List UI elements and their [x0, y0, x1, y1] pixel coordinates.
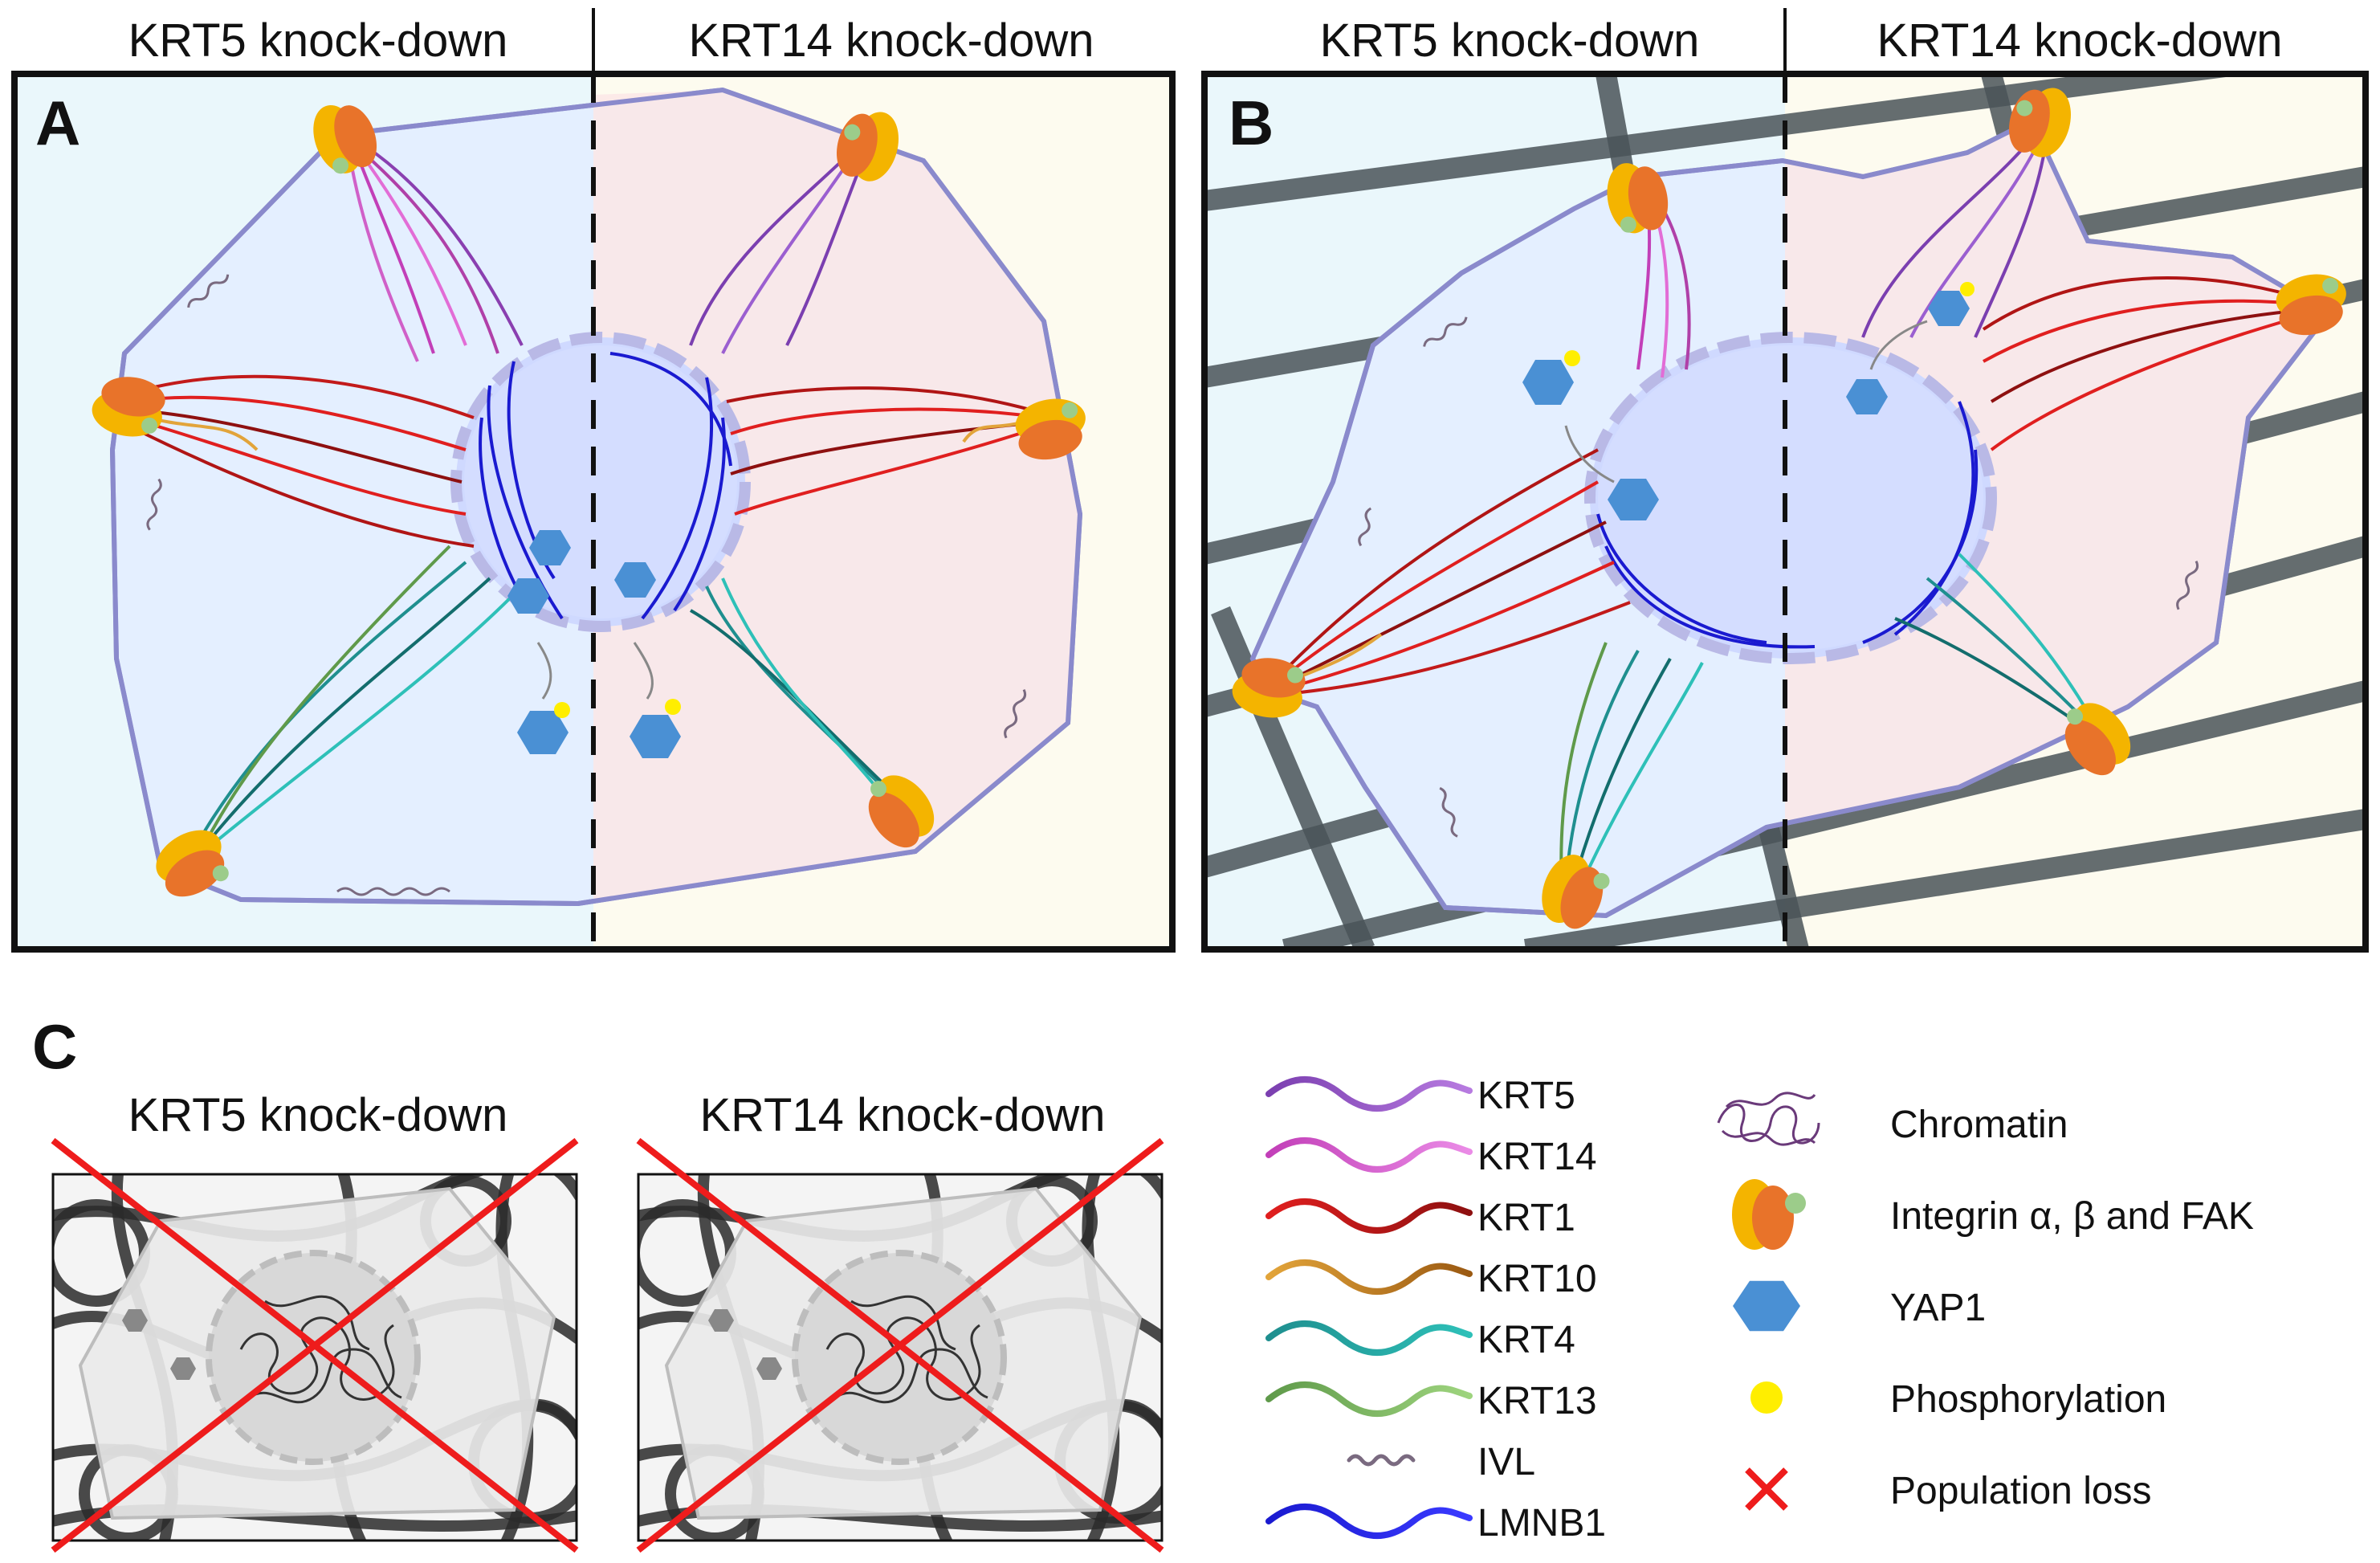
- panel-c-letter: C: [32, 1011, 77, 1082]
- legend-item-krt1: KRT1: [1265, 1197, 1575, 1239]
- panel-b-phosphorylation: [1564, 350, 1580, 366]
- legend-label-phosphorylation: Phosphorylation: [1890, 1378, 2166, 1421]
- legend-item-krt4: KRT4: [1265, 1319, 1575, 1361]
- legend-label-yap1: YAP1: [1890, 1287, 1986, 1329]
- panel-c-krt14-thumbnail: [636, 1137, 1164, 1553]
- legend-item-krt10: KRT10: [1265, 1258, 1597, 1300]
- panel-a-phosphorylation: [554, 702, 570, 718]
- legend-item-krt14: KRT14: [1265, 1136, 1597, 1178]
- panel-a-letter: A: [35, 88, 80, 158]
- panel-b: B KRT5 knock-down KRT14 knock-down: [1201, 8, 2369, 953]
- panel-a-yap-shuttle-arrows: [536, 642, 654, 700]
- yap1-icon: [1733, 1280, 1800, 1332]
- legend-label-krt5: KRT5: [1477, 1075, 1575, 1117]
- phosphorylation-icon: [1750, 1381, 1783, 1414]
- legend-label-krt4: KRT4: [1477, 1319, 1575, 1361]
- legend-item-ivl: IVL: [1347, 1441, 1535, 1483]
- legend-label-ivl: IVL: [1477, 1441, 1535, 1483]
- legend-line-krt10: [1265, 1259, 1473, 1295]
- panel-b-yap-shuttle-arrows: [1564, 320, 1928, 484]
- panel-b-yap1: [1522, 291, 1970, 520]
- panel-a: A KRT5 knock-down KRT14 knock-down: [11, 8, 1176, 953]
- panel-a-ivl-deposits: [146, 274, 1027, 896]
- legend-item-krt5: KRT5: [1265, 1075, 1575, 1117]
- legend-item-lmnb1: LMNB1: [1265, 1502, 1606, 1545]
- legend-label-red-cross: Population loss: [1890, 1470, 2152, 1512]
- panel-b-letter: B: [1229, 88, 1274, 158]
- legend-line-krt1: [1265, 1198, 1473, 1234]
- panel-c-krt5-chromatin: [239, 1295, 402, 1404]
- legend-label-chromatin: Chromatin: [1890, 1104, 2068, 1146]
- legend-item-krt13: KRT13: [1265, 1380, 1597, 1422]
- legend-line-krt5: [1265, 1076, 1473, 1112]
- panel-a-cell-right-half: [593, 90, 1080, 901]
- panel-c-krt14-population-loss-cross: [636, 1137, 1164, 1553]
- integrin-icon: [1732, 1179, 1806, 1250]
- legend-line-krt13: [1265, 1381, 1473, 1417]
- panel-a-krt1-krt10-right-bundle: [726, 386, 1045, 516]
- panel-c: C KRT5 knock-down KRT14 knock-down: [32, 1011, 1164, 1553]
- legend-line-ivl: [1347, 1454, 1416, 1467]
- panel-c-krt5-thumbnail: [51, 1137, 579, 1553]
- panel-a-right-header: KRT14 knock-down: [688, 14, 1094, 67]
- legend-label-krt13: KRT13: [1477, 1380, 1597, 1422]
- panel-b-left-header: KRT5 knock-down: [1320, 14, 1700, 67]
- panel-b-integrins: [1232, 88, 2346, 929]
- panel-b-ivl-deposits: [1358, 316, 2199, 838]
- panel-c-left-header: KRT5 knock-down: [128, 1089, 508, 1141]
- panel-b-krt4-krt13-bundles: [1559, 553, 2093, 888]
- legend-item-integrin: Integrin α, β and FAK: [1732, 1179, 2254, 1250]
- panel-c-right-header: KRT14 knock-down: [699, 1089, 1105, 1141]
- panel-b-lmnb1-filaments: [1596, 401, 1979, 649]
- legend-item-red-cross: Population loss: [1745, 1467, 2152, 1512]
- chromatin-icon: [1717, 1092, 1820, 1146]
- legend-item-yap1: YAP1: [1733, 1280, 1986, 1332]
- panel-b-right-header: KRT14 knock-down: [1877, 14, 2282, 67]
- panel-b-krt1-krt10-bundles: [1275, 276, 2313, 696]
- legend-label-krt10: KRT10: [1477, 1258, 1597, 1300]
- legend-label-krt1: KRT1: [1477, 1197, 1575, 1239]
- panel-c-krt5-population-loss-cross: [51, 1137, 579, 1553]
- legend-item-chromatin: Chromatin: [1717, 1092, 2068, 1146]
- legend-label-lmnb1: LMNB1: [1477, 1502, 1606, 1545]
- panel-a-integrins: [92, 104, 1086, 897]
- panel-a-krt4-krt13-bundles: [191, 545, 901, 860]
- legend-line-krt14: [1265, 1137, 1473, 1173]
- red-cross-icon: [1745, 1467, 1788, 1511]
- panel-b-cell-right-half: [1785, 120, 2329, 826]
- legend-line-lmnb1: [1265, 1504, 1473, 1539]
- panel-a-yap1: [507, 530, 681, 758]
- panel-a-left-header: KRT5 knock-down: [128, 14, 508, 67]
- legend-item-phosphorylation: Phosphorylation: [1750, 1378, 2166, 1421]
- legend-label-krt14: KRT14: [1477, 1136, 1597, 1178]
- panel-c-krt14-chromatin: [825, 1295, 988, 1404]
- legend-label-integrin: Integrin α, β and FAK: [1890, 1195, 2254, 1238]
- legend-line-krt4: [1265, 1320, 1473, 1356]
